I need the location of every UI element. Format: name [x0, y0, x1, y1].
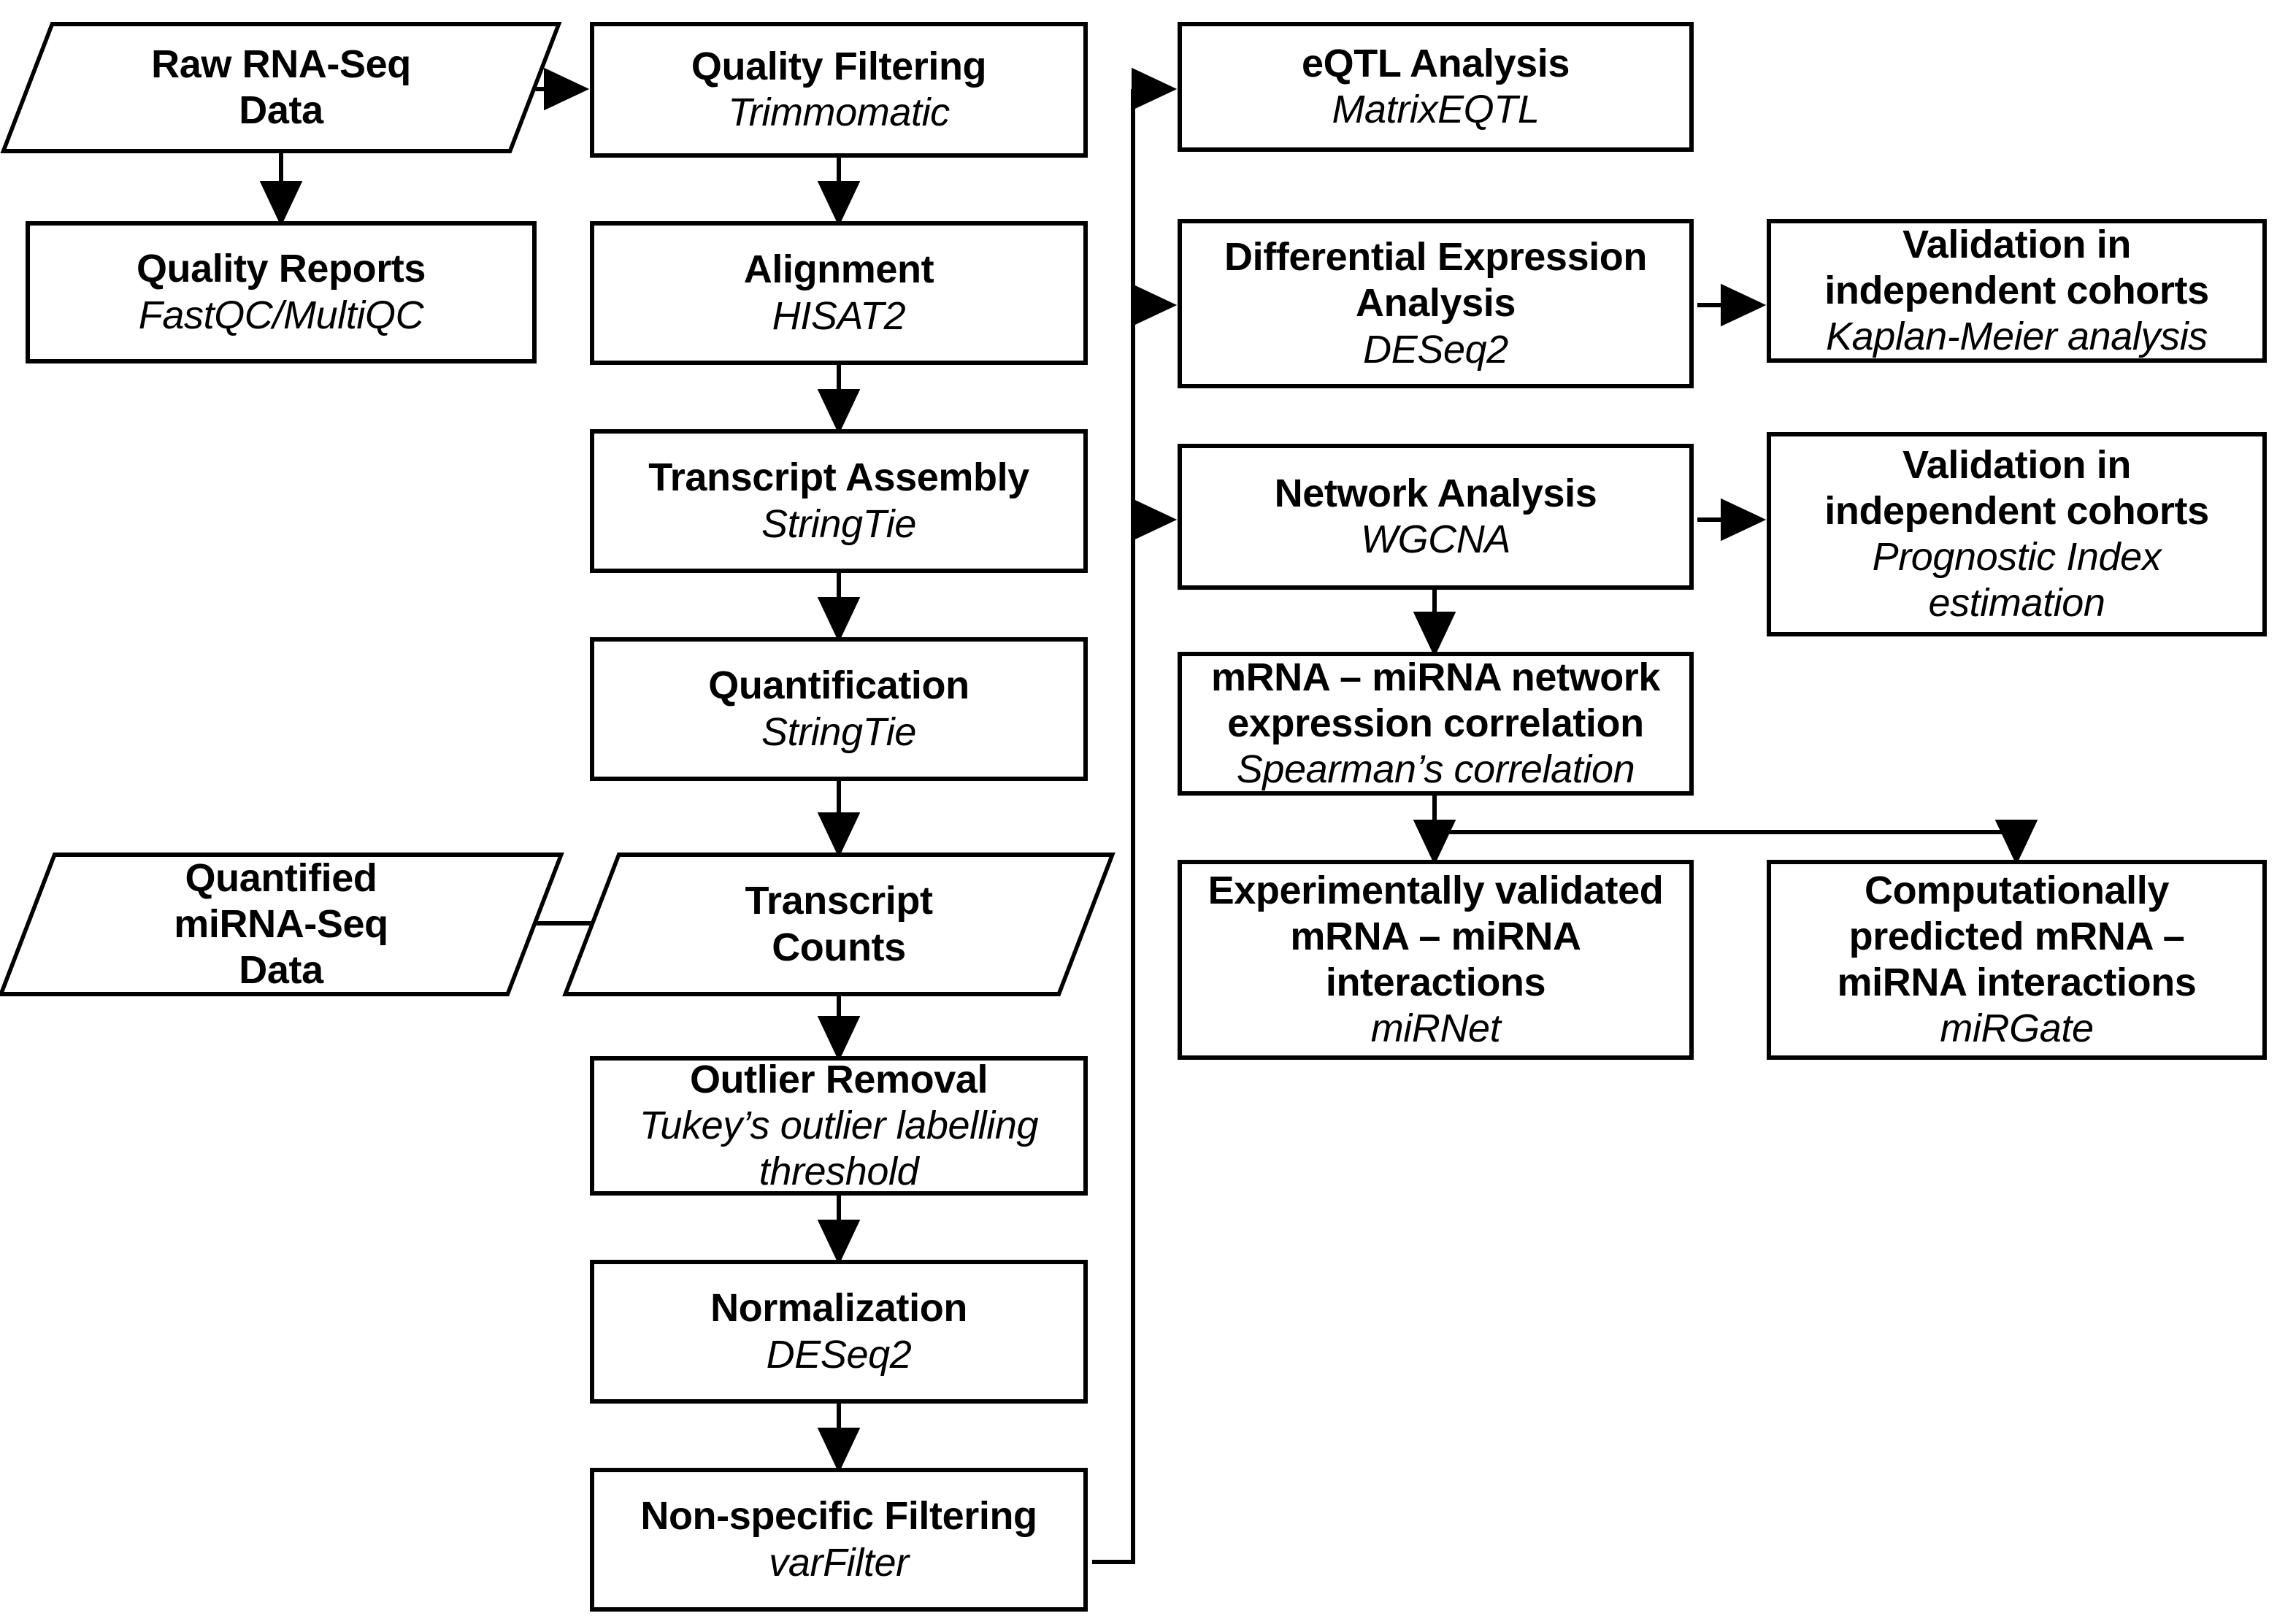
node-network-analysis[interactable]: Network Analysis WGCNA: [1178, 444, 1694, 590]
edge-nonspecific-trunk-riser: [1092, 89, 1135, 1564]
node-title-line1: Transcript: [745, 879, 933, 923]
node-title-line1: Raw RNA-Seq: [151, 42, 411, 86]
node-tool: StringTie: [761, 709, 916, 754]
node-tool: varFilter: [769, 1540, 909, 1585]
node-tool: FastQC/MultiQC: [138, 293, 424, 337]
node-raw-rna-seq-data[interactable]: Raw RNA-Seq Data: [0, 22, 562, 153]
node-labels: Raw RNA-Seq Data: [26, 22, 537, 153]
node-tool: miRGate: [1940, 1007, 2094, 1051]
node-quality-reports[interactable]: Quality Reports FastQC/MultiQC: [26, 221, 537, 363]
node-normalization[interactable]: Normalization DESeq2: [590, 1260, 1088, 1404]
node-computationally-predicted-interactions[interactable]: Computationally predicted mRNA – miRNA i…: [1767, 860, 2267, 1060]
node-title: Outlier Removal: [689, 1057, 988, 1101]
node-title-line1: Experimentally validated: [1207, 868, 1664, 912]
node-tool-line1: Tukey’s outlier labelling: [639, 1103, 1039, 1147]
node-validation-kaplan-meier[interactable]: Validation in independent cohorts Kaplan…: [1767, 219, 2267, 363]
node-title-line2: miRNA-Seq: [174, 901, 388, 946]
node-tool: WGCNA: [1361, 517, 1510, 561]
node-title: Quality Reports: [136, 247, 426, 291]
node-tool: Spearman’s correlation: [1236, 747, 1635, 792]
node-title-line1: Computationally: [1864, 868, 2169, 912]
node-transcript-counts[interactable]: Transcript Counts: [562, 853, 1116, 996]
node-tool-line1: Prognostic Index: [1872, 535, 2162, 579]
node-title-line2: Data: [239, 88, 323, 132]
node-quantified-mirna-seq-data[interactable]: Quantified miRNA-Seq Data: [0, 853, 564, 996]
node-title-line2: independent cohorts: [1824, 268, 2209, 312]
node-title-line2: predicted mRNA –: [1848, 914, 2185, 958]
node-labels: Quantified miRNA-Seq Data: [26, 853, 537, 996]
node-differential-expression-analysis[interactable]: Differential Expression Analysis DESeq2: [1178, 219, 1694, 388]
node-title-line3: Data: [239, 948, 323, 993]
node-title-line1: Validation in: [1902, 222, 2131, 266]
node-tool: DESeq2: [1363, 327, 1508, 372]
node-title-line3: interactions: [1325, 961, 1546, 1004]
node-title: Non-specific Filtering: [640, 1494, 1037, 1539]
node-title: Normalization: [710, 1286, 967, 1331]
node-title-line1: mRNA – miRNA network: [1210, 655, 1661, 699]
node-non-specific-filtering[interactable]: Non-specific Filtering varFilter: [590, 1468, 1088, 1612]
node-title: Network Analysis: [1274, 471, 1597, 515]
node-validation-prognostic-index[interactable]: Validation in independent cohorts Progno…: [1767, 432, 2267, 636]
node-quantification[interactable]: Quantification StringTie: [590, 637, 1088, 781]
node-title: Alignment: [743, 247, 934, 292]
node-title-line2: expression correlation: [1227, 701, 1644, 745]
node-title-line1: Differential Expression: [1224, 235, 1647, 280]
node-title-line3: miRNA interactions: [1837, 961, 2197, 1004]
node-tool: DESeq2: [766, 1332, 912, 1377]
node-title: Transcript Assembly: [648, 455, 1029, 500]
node-title-line2: Counts: [772, 925, 906, 969]
node-title-line2: mRNA – miRNA: [1290, 914, 1581, 958]
node-title-line1: Validation in: [1902, 442, 2131, 487]
node-labels: Transcript Counts: [590, 853, 1088, 996]
node-alignment[interactable]: Alignment HISAT2: [590, 221, 1088, 365]
node-title-line1: Quantified: [185, 855, 377, 900]
node-tool: Trimmomatic: [728, 91, 950, 134]
node-transcript-assembly[interactable]: Transcript Assembly StringTie: [590, 429, 1088, 573]
node-title: Quantification: [708, 663, 969, 708]
node-title-line2: Analysis: [1356, 281, 1516, 326]
node-eqtl-analysis[interactable]: eQTL Analysis MatrixEQTL: [1178, 22, 1694, 152]
node-experimentally-validated-interactions[interactable]: Experimentally validated mRNA – miRNA in…: [1178, 860, 1694, 1060]
node-title: Quality Filtering: [691, 44, 987, 88]
node-quality-filtering[interactable]: Quality Filtering Trimmomatic: [590, 22, 1088, 158]
node-outlier-removal[interactable]: Outlier Removal Tukey’s outlier labellin…: [590, 1056, 1088, 1196]
node-tool-line2: estimation: [1928, 581, 2105, 626]
node-title-line2: independent cohorts: [1824, 488, 2209, 533]
node-title: eQTL Analysis: [1302, 41, 1570, 85]
node-tool: Kaplan-Meier analysis: [1826, 315, 2208, 359]
node-tool: MatrixEQTL: [1332, 88, 1540, 131]
edge-mrna-to-computational: [1435, 819, 2038, 866]
node-tool: HISAT2: [772, 293, 906, 338]
node-tool: StringTie: [761, 501, 916, 546]
node-tool: miRNet: [1370, 1007, 1501, 1051]
node-tool-line2: threshold: [759, 1150, 919, 1194]
node-mrna-mirna-network-correlation[interactable]: mRNA – miRNA network expression correlat…: [1178, 652, 1694, 796]
